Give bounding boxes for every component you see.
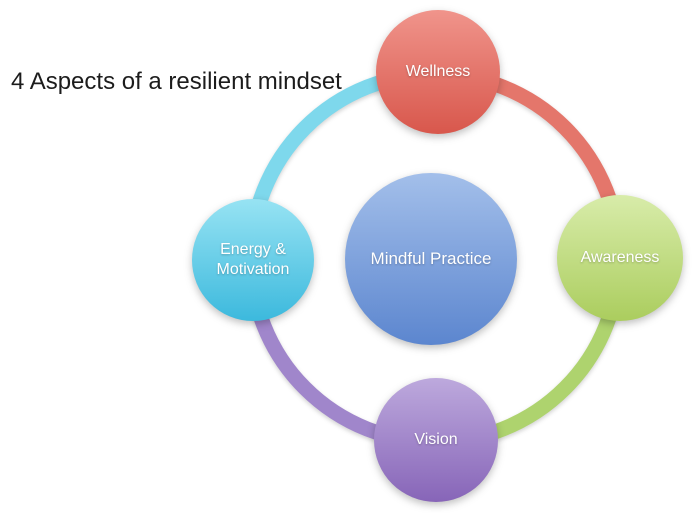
- vision-node-circle: [374, 378, 498, 502]
- energy-motivation-node-circle: [192, 199, 314, 321]
- page-title: 4 Aspects of a resilient mindset: [11, 68, 342, 95]
- wellness-node-circle: [376, 10, 500, 134]
- center-node-circle: [345, 173, 517, 345]
- awareness-node-circle: [557, 195, 683, 321]
